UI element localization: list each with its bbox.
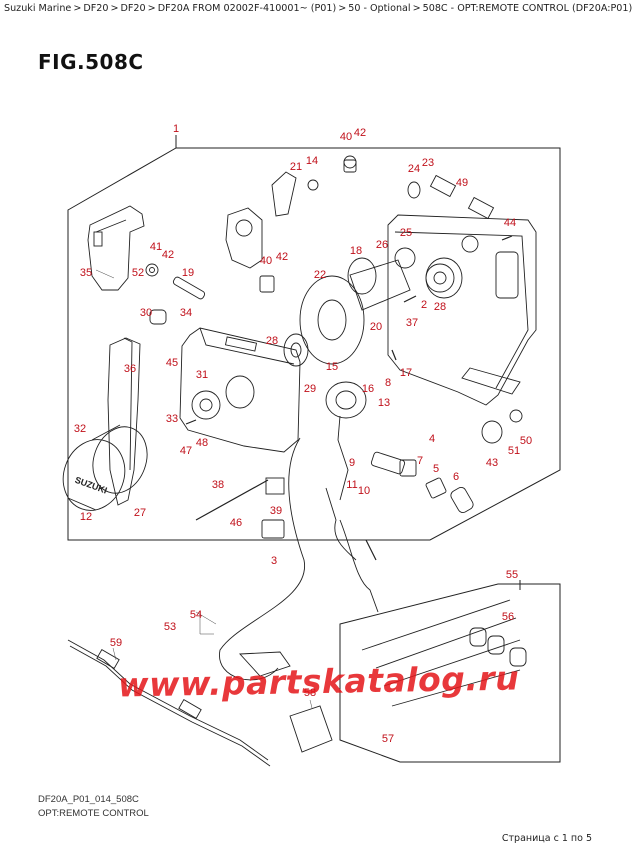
callout-53: 53 [164,621,176,633]
callout-29: 29 [304,383,316,395]
callout-35: 35 [80,267,92,279]
callout-42: 42 [354,127,366,139]
callout-56: 56 [502,611,514,623]
callout-42b: 42 [162,249,174,261]
callout-47: 47 [180,445,192,457]
breadcrumb: Suzuki Marine>DF20>DF20>DF20A FROM 02002… [4,3,632,15]
callout-51: 51 [508,445,520,457]
callout-24: 24 [408,163,420,175]
callout-45: 45 [166,357,178,369]
assembly-frame [67,147,561,541]
callout-55: 55 [506,569,518,581]
callout-25: 25 [400,227,412,239]
callout-52: 52 [132,267,144,279]
callout-30: 30 [140,307,152,319]
callout-44: 44 [504,217,516,229]
accessory-box [339,583,561,763]
breadcrumb-separator: > [73,3,82,14]
breadcrumb-separator: > [412,3,421,14]
breadcrumb-item-current: 508C - OPT:REMOTE CONTROL (DF20A:P01) [422,3,632,14]
callout-57: 57 [382,733,394,745]
breadcrumb-item-df20[interactable]: DF20 [83,3,109,14]
grip-drawing [87,205,145,291]
pagination: Страница с 1 по 5 [501,833,592,844]
callout-18: 18 [350,245,362,257]
throttle-cable-drawing [67,639,271,767]
callout-39: 39 [270,505,282,517]
breadcrumb-separator: > [147,3,156,14]
breadcrumb-separator: > [338,3,347,14]
gear-drawing [283,257,463,367]
callout-4: 4 [429,433,435,445]
callout-1: 1 [173,123,179,135]
callout-16: 16 [362,383,374,395]
callout-21: 21 [290,161,302,173]
diagram-subtitle: OPT:REMOTE CONTROL [38,808,149,819]
callout-22: 22 [314,269,326,281]
callout-42c: 42 [276,251,288,263]
callout-9: 9 [349,457,355,469]
parts-diagram: SUZUKI [62,123,561,767]
breadcrumb-item-suzuki-marine[interactable]: Suzuki Marine [4,3,72,14]
callout-28: 28 [266,335,278,347]
breadcrumb-item-df20-model[interactable]: DF20 [120,3,146,14]
callout-8: 8 [385,377,391,389]
bolt-drawing [185,235,513,561]
callout-14: 14 [306,155,318,167]
callout-40: 40 [340,131,352,143]
callout-33: 33 [166,413,178,425]
suzuki-stamp: SUZUKI [74,475,109,496]
callout-58: 58 [304,687,316,699]
callout-27: 27 [134,507,146,519]
drawing-code: DF20A_P01_014_508C [38,794,139,805]
switch-wiring-drawing [219,381,417,681]
callout-numbers: 1 2 3 4 5 6 7 8 9 10 11 12 13 14 15 16 1… [74,123,532,745]
watermark: www.partskatalog.ru [117,658,520,705]
callout-41: 41 [150,241,162,253]
callout-40b: 40 [260,255,272,267]
breadcrumb-item-df20a-serial[interactable]: DF20A FROM 02002F-410001~ (P01) [157,3,337,14]
callout-11: 11 [346,479,357,491]
callout-2: 2 [421,299,427,311]
cable-drawing [289,599,527,753]
callout-46: 46 [230,517,242,529]
callout-20: 20 [370,321,382,333]
callout-15: 15 [326,361,338,373]
callout-23: 23 [422,157,434,169]
callout-3: 3 [271,555,277,567]
callout-50: 50 [520,435,532,447]
leader-lines [95,269,313,709]
callout-54: 54 [190,609,202,621]
lever-drawing [62,337,148,511]
callout-48: 48 [196,437,208,449]
callout-17: 17 [400,367,412,379]
callout-26: 26 [376,239,388,251]
callout-7: 7 [417,455,423,467]
callout-12: 12 [80,511,92,523]
cover-plate-drawing [387,214,537,406]
callout-32: 32 [74,423,86,435]
callout-49: 49 [456,177,468,189]
control-housing-drawing [179,327,301,453]
callout-13: 13 [378,397,390,409]
callout-5: 5 [433,463,439,475]
bracket-drawing [225,171,319,269]
figure-title: FIG.508C [38,50,144,74]
callout-36: 36 [124,363,136,375]
callout-6: 6 [453,471,459,483]
breadcrumb-separator: > [110,3,119,14]
callout-38: 38 [212,479,224,491]
callout-10: 10 [358,485,370,497]
callout-28b: 28 [434,301,446,313]
callout-31: 31 [196,369,208,381]
knob-drawing [145,155,523,514]
breadcrumb-item-optional[interactable]: 50 - Optional [348,3,411,14]
callout-43: 43 [486,457,498,469]
callout-34: 34 [180,307,192,319]
callout-37: 37 [406,317,418,329]
callout-19: 19 [182,267,194,279]
callout-59: 59 [110,637,122,649]
